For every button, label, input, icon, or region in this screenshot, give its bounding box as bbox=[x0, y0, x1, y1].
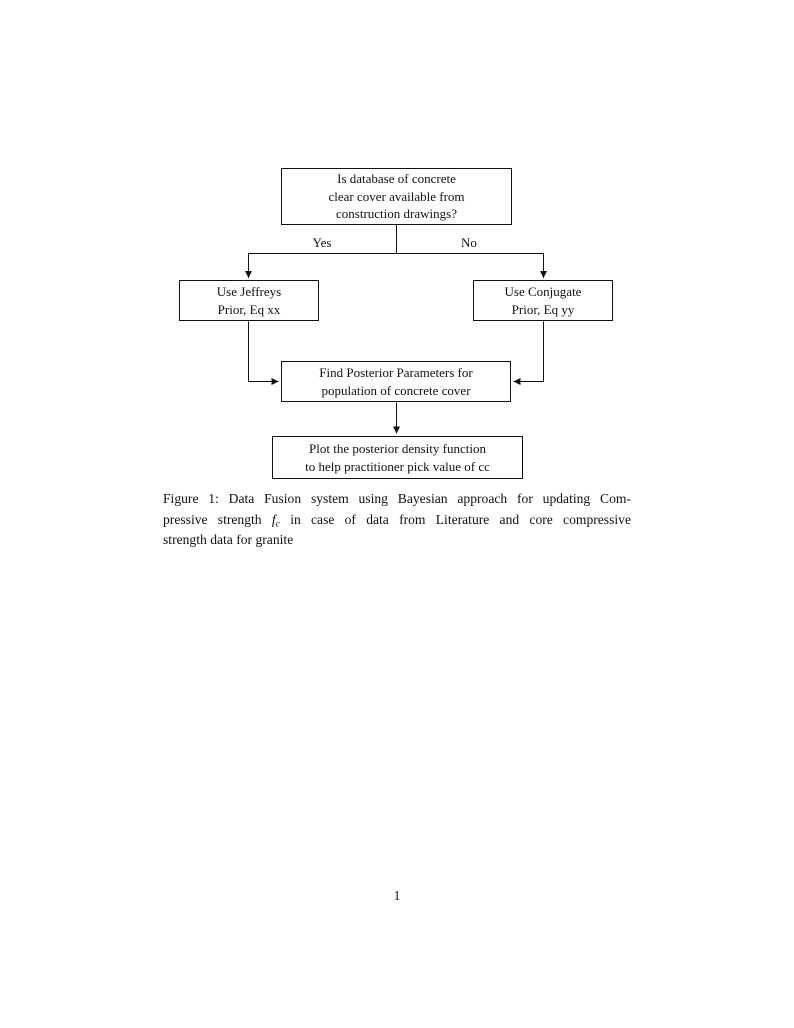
plot-box-line-2: to help practitioner pick value of cc bbox=[305, 458, 490, 474]
yes-branch-label: Yes bbox=[312, 235, 332, 250]
posterior-box-line-1: Find Posterior Parameters for bbox=[319, 365, 473, 381]
conjugate-box-line-1: Use Conjugate bbox=[504, 284, 582, 300]
question-box-line-2: clear cover available from bbox=[328, 188, 465, 204]
plot-box-line-1: Plot the posterior density function bbox=[309, 441, 486, 457]
jeffreys-prior-box: Use Jeffreys Prior, Eq xx bbox=[179, 280, 319, 321]
posterior-parameters-box: Find Posterior Parameters for population… bbox=[281, 361, 511, 402]
edge-jeffreys-to-posterior bbox=[248, 321, 279, 385]
jeffreys-box-line-2: Prior, Eq xx bbox=[217, 301, 281, 317]
plot-density-box: Plot the posterior density function to h… bbox=[272, 436, 523, 479]
caption-line-2: pressive strength fc in case of data fro… bbox=[163, 510, 631, 531]
caption-line-2-pre: pressive strength bbox=[163, 511, 272, 527]
caption-fc-variable: f bbox=[271, 511, 276, 527]
caption-fc-subscript: c bbox=[275, 518, 280, 530]
conjugate-prior-box: Use Conjugate Prior, Eq yy bbox=[473, 280, 613, 321]
conjugate-box-line-2: Prior, Eq yy bbox=[511, 301, 575, 317]
caption-line-1: Figure 1: Data Fusion system using Bayes… bbox=[163, 491, 631, 506]
figure-caption: Figure 1: Data Fusion system using Bayes… bbox=[163, 489, 631, 551]
page-number: 1 bbox=[393, 888, 401, 903]
question-box: Is database of concrete clear cover avai… bbox=[281, 168, 512, 225]
question-box-line-3: construction drawings? bbox=[336, 206, 457, 222]
edge-conjugate-to-posterior bbox=[513, 321, 544, 385]
posterior-box-line-2: population of concrete cover bbox=[321, 382, 471, 398]
no-branch-label: No bbox=[461, 235, 477, 250]
question-box-line-1: Is database of concrete bbox=[337, 171, 456, 187]
jeffreys-box-line-1: Use Jeffreys bbox=[216, 284, 282, 300]
caption-line-3: strength data for granite bbox=[163, 532, 294, 548]
caption-line-2-post: in case of data from Literature and core… bbox=[279, 511, 631, 527]
